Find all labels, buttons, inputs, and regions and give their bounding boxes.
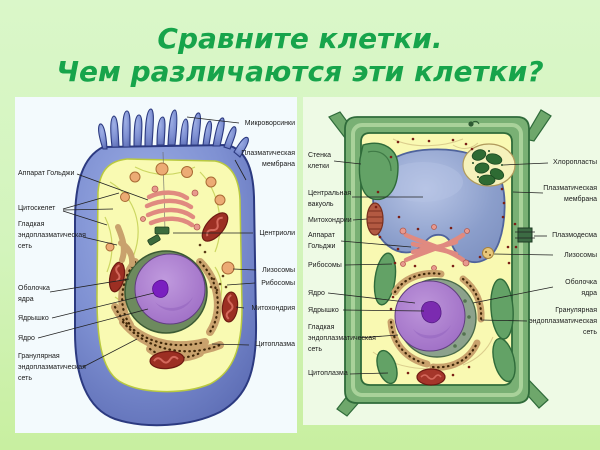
plant-golgi bbox=[403, 232, 466, 263]
vacuole-sheen bbox=[383, 162, 463, 202]
label-mitochondria: Митохондрия bbox=[251, 305, 295, 312]
label-plant-nucleus: Ядро bbox=[308, 290, 325, 297]
label-plasmodesma: Плазмодесма bbox=[552, 232, 597, 239]
label-nucleus: Ядро bbox=[18, 335, 35, 342]
plant-cell-illustration bbox=[327, 109, 554, 417]
mitochondria bbox=[108, 212, 239, 370]
plasmodesma bbox=[515, 227, 535, 243]
label-nucleolus: Ядрышко bbox=[18, 315, 49, 322]
label-plant-rough-er: Гранулярная эндоплазматическая сеть bbox=[529, 307, 597, 336]
plant-ribosomes bbox=[374, 137, 518, 377]
lysosome bbox=[221, 261, 235, 275]
envelope-pores bbox=[453, 299, 471, 348]
plant-nucleus-texture bbox=[413, 325, 451, 339]
label-centrioles: Центриоли bbox=[259, 230, 295, 237]
title-line2: Чем различаются эти клетки? bbox=[56, 55, 544, 88]
plant-mitochondrion-bottom bbox=[416, 368, 446, 386]
wall-doodle bbox=[468, 120, 480, 127]
label-cytoplasm: Цитоплазма bbox=[255, 341, 295, 348]
title-line1: Сравните клетки. bbox=[157, 22, 443, 55]
label-smooth-er: Гладкая эндоплазматическая сеть bbox=[18, 221, 86, 250]
chloroplast-topleft bbox=[358, 142, 399, 201]
centrioles bbox=[147, 226, 170, 246]
plant-mitochondrion-left bbox=[366, 202, 384, 236]
label-rough-er: Гранулярная эндоплазматическая сеть bbox=[18, 353, 86, 382]
label-plant-mitochondria: Митохондрии bbox=[308, 217, 352, 224]
microvilli bbox=[98, 108, 249, 158]
free-ribosomes bbox=[198, 243, 228, 292]
label-plant-golgi: Аппарат Гольджи bbox=[308, 232, 336, 250]
label-cell-wall: Стенка клетки bbox=[308, 152, 332, 170]
plant-leader-lines bbox=[327, 160, 554, 375]
smooth-er bbox=[115, 224, 136, 267]
cell-wall-highlight bbox=[351, 123, 523, 397]
plant-golgi-vesicles bbox=[399, 224, 470, 271]
label-chloroplasts: Хлоропласты bbox=[552, 159, 597, 166]
plant-rough-er-dots bbox=[389, 272, 483, 369]
chloroplast-topleft-line bbox=[367, 150, 392, 172]
nucleolus bbox=[152, 279, 169, 298]
chloroplast-cluster bbox=[462, 143, 516, 187]
label-central-vacuole: Центральная вакуоль bbox=[308, 190, 352, 208]
label-plant-plasma-membrane: Плазматическая мембрана bbox=[543, 185, 597, 203]
label-microvilli: Микроворсинки bbox=[244, 120, 295, 127]
label-nuclear-envelope: Оболочка ядра bbox=[18, 285, 50, 303]
nucleus-texture bbox=[155, 297, 193, 311]
label-ribosomes: Рибосомы bbox=[261, 280, 295, 287]
animal-cell-illustration bbox=[37, 108, 258, 427]
green-plastids bbox=[373, 252, 516, 385]
nucleus bbox=[134, 253, 206, 325]
plant-cell-panel: Стенка клетки Центральная вакуоль Митохо… bbox=[303, 97, 600, 425]
label-golgi-apparatus: Аппарат Гольджи bbox=[18, 170, 75, 177]
plant-nucleolus bbox=[421, 301, 442, 324]
plant-lysosome bbox=[482, 247, 494, 259]
golgi-apparatus bbox=[144, 190, 196, 228]
animal-leader-lines bbox=[37, 116, 257, 368]
label-plasma-membrane: Плазматическая мембрана bbox=[241, 150, 295, 168]
label-plant-ribosomes: Рибосомы bbox=[308, 262, 342, 269]
label-plant-smooth-er: Гладкая эндоплазматическая сеть bbox=[308, 324, 376, 353]
label-plant-nucleolus: Ядрышко bbox=[308, 307, 339, 314]
animal-cell-panel: Аппарат Гольджи Цитоскелет Гладкая эндоп… bbox=[15, 97, 297, 433]
label-plant-nuclear-envelope: Оболочка ядра bbox=[565, 279, 597, 297]
golgi-vesicles bbox=[140, 185, 201, 231]
label-plant-lysosomes: Лизосомы bbox=[564, 252, 597, 259]
label-lysosomes: Лизосомы bbox=[262, 267, 295, 274]
slide-title: Сравните клетки. Чем различаются эти кле… bbox=[0, 22, 600, 88]
vesicles bbox=[105, 162, 226, 252]
label-cytoskeleton: Цитоскелет bbox=[18, 205, 56, 212]
label-plant-cytoplasm: Цитоплазма bbox=[308, 370, 348, 377]
